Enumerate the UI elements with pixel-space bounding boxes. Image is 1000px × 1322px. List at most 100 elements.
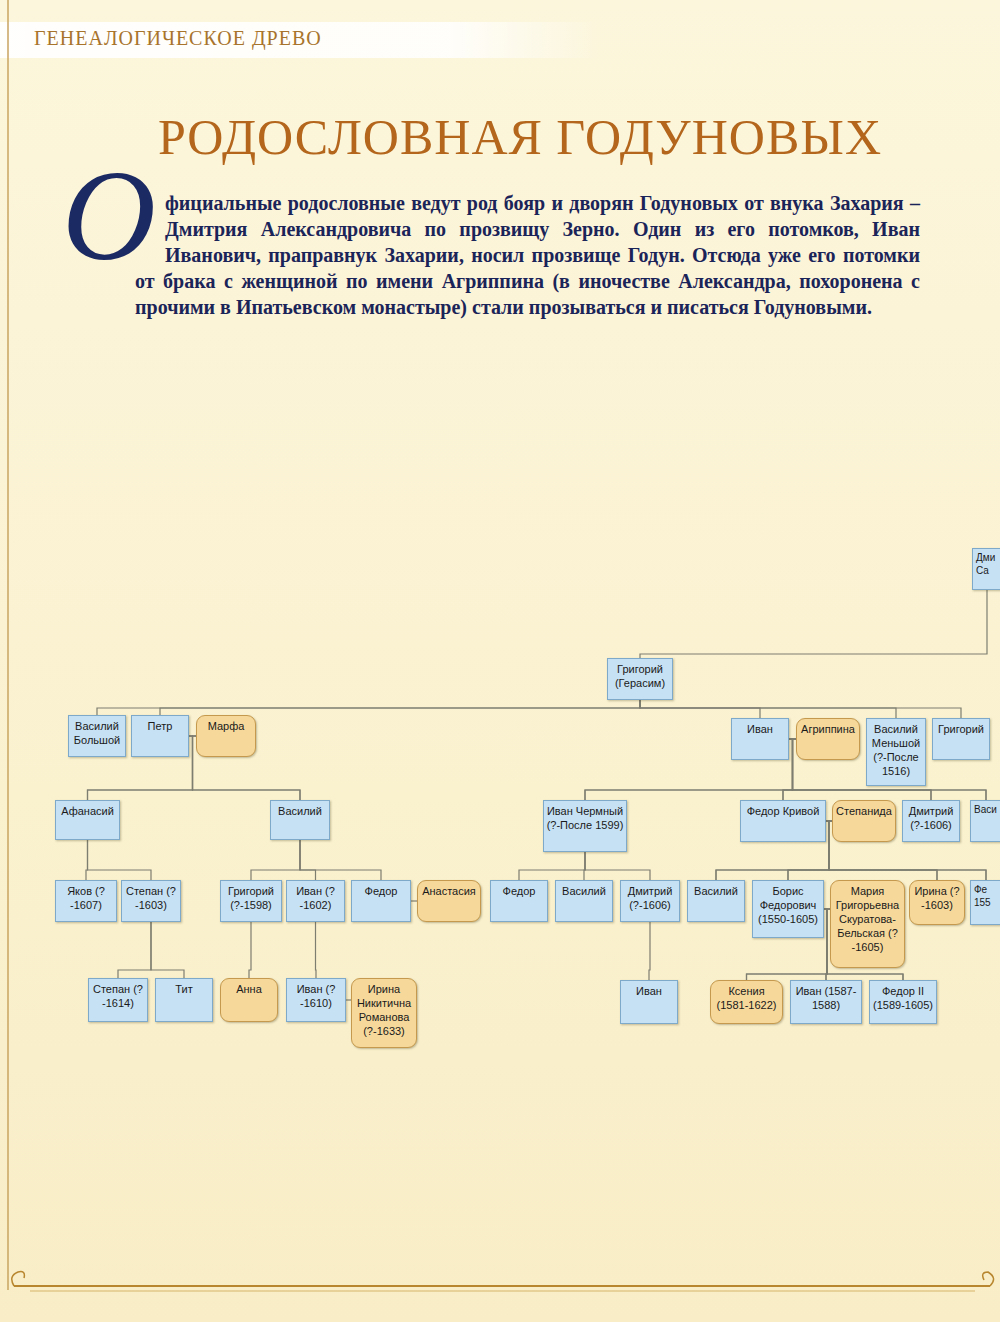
person-box: Григорий: [932, 718, 990, 760]
person-name: Дмитрий (?-1606): [905, 804, 957, 832]
person-name: Иван (?-1610): [289, 982, 343, 1010]
person-name: Анастасия: [420, 884, 478, 898]
person-box: Иван: [620, 980, 678, 1024]
lineage-line: [300, 840, 316, 880]
person-name: Федор: [493, 884, 545, 898]
lineage-line: [585, 852, 650, 880]
spouse-box: Мария Григорьевна Скуратова-Бельская (?-…: [830, 880, 905, 968]
person-name: Афанасий: [58, 804, 117, 818]
lineage-line: [160, 700, 640, 715]
person-name: Василий Меньшой (?-После 1516): [869, 722, 923, 778]
section-header: ГЕНЕАЛОГИЧЕСКОЕ ДРЕВО: [34, 27, 322, 50]
person-name: Анна: [223, 982, 275, 996]
person-name: Ирина Никитична Романова (?-1633): [354, 982, 414, 1038]
person-name: Василий Большой: [71, 719, 123, 747]
spouse-box: Ирина Никитична Романова (?-1633): [351, 978, 417, 1048]
person-box: Петр: [131, 715, 189, 757]
person-box: Яков (?-1607): [55, 880, 117, 922]
lineage-line: [649, 922, 650, 980]
person-box: Иван (1587-1588): [790, 980, 862, 1024]
person-name: Васи: [974, 804, 999, 817]
spouse-box: Марфа: [196, 715, 256, 757]
person-name: Ксения (1581-1622): [713, 984, 780, 1012]
person-name: Марфа: [199, 719, 253, 733]
person-box: Василий: [270, 800, 330, 840]
person-name: Григорий (Герасим): [610, 662, 670, 690]
person-box: Василий Меньшой (?-После 1516): [866, 718, 926, 786]
person-box: Фе 155: [970, 880, 1000, 925]
person-name: Мария Григорьевна Скуратова-Бельская (?-…: [833, 884, 902, 954]
person-box: Степан (?-1614): [88, 978, 148, 1022]
person-box: Дмитрий (?-1606): [902, 800, 960, 842]
person-name: Фе 155: [974, 884, 999, 910]
lineage-line: [249, 922, 251, 978]
person-box: Григорий (?-1598): [220, 880, 282, 922]
person-box: Дмитрий (?-1606): [620, 880, 680, 922]
person-name: Федор II (1589-1605): [872, 984, 934, 1012]
person-box: Федор: [351, 880, 411, 922]
person-name: Иван: [734, 722, 786, 736]
header-band: [0, 22, 600, 58]
person-name: Тит: [158, 982, 210, 996]
lineage-line: [315, 922, 317, 978]
footer-rule: [30, 1291, 975, 1292]
lineage-line: [519, 852, 585, 880]
person-box: Иван (?-1602): [286, 880, 345, 922]
person-name: Яков (?-1607): [58, 884, 114, 912]
footer-swirl: [12, 1272, 994, 1286]
lineage-line: [640, 700, 760, 718]
paragraph-text: фициальные родословные ведут род бояр и …: [135, 192, 920, 318]
person-box: Иван: [731, 718, 789, 760]
person-name: Ирина (?-1603): [912, 884, 962, 912]
person-box: Федор II (1589-1605): [869, 980, 937, 1024]
intro-paragraph: фициальные родословные ведут род бояр и …: [135, 190, 920, 320]
person-name: Иван: [623, 984, 675, 998]
lineage-line: [118, 922, 151, 978]
margin-rule: [7, 0, 9, 1290]
spouse-box: Ирина (?-1603): [909, 880, 965, 925]
lineage-line: [251, 840, 300, 880]
lineage-line: [640, 700, 961, 718]
drop-cap: О: [62, 150, 156, 280]
lineage-line: [151, 922, 184, 978]
lineage-line: [640, 590, 987, 658]
person-name: Петр: [134, 719, 186, 733]
spouse-box: Степанида: [832, 800, 896, 842]
person-name: Григорий (?-1598): [223, 884, 279, 912]
person-box: Афанасий: [55, 800, 120, 840]
person-box: Федор: [490, 880, 548, 922]
person-box: Дми Са: [972, 548, 1000, 590]
person-name: Василий: [690, 884, 742, 898]
person-name: Василий: [273, 804, 327, 818]
lineage-line: [97, 700, 640, 715]
person-name: Агриппина: [799, 722, 857, 736]
lineage-line: [640, 700, 896, 718]
person-name: Василий: [558, 884, 610, 898]
person-name: Степан (?-1603): [124, 884, 178, 912]
person-name: Григорий: [935, 722, 987, 736]
person-box: Иван (?-1610): [286, 978, 346, 1022]
person-box: Иван Чермный (?-После 1599): [543, 800, 627, 852]
spouse-box: Ксения (1581-1622): [710, 980, 783, 1024]
person-box: Васи: [970, 800, 1000, 842]
person-name: Федор Кривой: [743, 804, 823, 818]
spouse-box: Агриппина: [796, 718, 860, 760]
footer-rule: [14, 1285, 990, 1287]
person-name: Дми Са: [976, 552, 999, 578]
person-name: Степанида: [835, 804, 893, 818]
person-name: Иван (1587-1588): [793, 984, 859, 1012]
person-box: Степан (?-1603): [121, 880, 181, 922]
lineage-line: [88, 840, 152, 880]
spouse-box: Анна: [220, 978, 278, 1022]
person-name: Борис Федорович (1550-1605): [755, 884, 821, 926]
person-name: Иван Чермный (?-После 1599): [546, 804, 624, 832]
person-name: Степан (?-1614): [91, 982, 145, 1010]
lineage-line: [300, 840, 381, 880]
person-box: Василий Большой: [68, 715, 126, 757]
person-box: Тит: [155, 978, 213, 1022]
person-name: Федор: [354, 884, 408, 898]
person-box: Василий: [555, 880, 613, 922]
person-box: Григорий (Герасим): [607, 658, 673, 700]
person-name: Дмитрий (?-1606): [623, 884, 677, 912]
